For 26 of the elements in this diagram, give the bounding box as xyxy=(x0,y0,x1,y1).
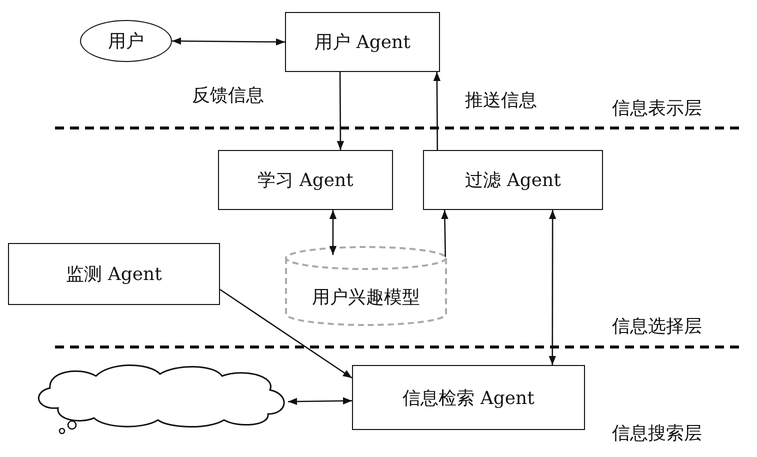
arrow xyxy=(172,37,285,46)
database-label: 用户兴趣模型 xyxy=(312,286,420,309)
arrow xyxy=(288,397,352,406)
agent-box xyxy=(8,243,220,305)
layer-label: 信息选择层 xyxy=(612,316,702,338)
layer-label: 信息表示层 xyxy=(612,98,702,120)
node-label: 用户 xyxy=(108,30,144,53)
node-label: 监测 Agent xyxy=(66,263,162,286)
agent-box xyxy=(423,150,603,210)
node-label: 用户 Agent xyxy=(314,31,410,54)
agent-box xyxy=(352,365,585,430)
arrow xyxy=(548,210,556,365)
node-label: 学习 Agent xyxy=(258,169,354,192)
arrow xyxy=(433,72,441,150)
node-label: 信息检索 Agent xyxy=(402,386,534,410)
arrow xyxy=(329,210,337,255)
arrow xyxy=(220,288,352,379)
agent-box xyxy=(285,12,440,72)
arrow xyxy=(441,210,448,258)
user-ellipse xyxy=(80,20,172,62)
edge-label: 反馈信息 xyxy=(192,85,264,107)
agent-box xyxy=(218,150,393,210)
database-cylinder xyxy=(285,245,447,327)
layer-label: 信息搜索层 xyxy=(612,423,702,445)
arrow xyxy=(336,72,344,150)
node-label: 过滤 Agent xyxy=(465,169,561,192)
